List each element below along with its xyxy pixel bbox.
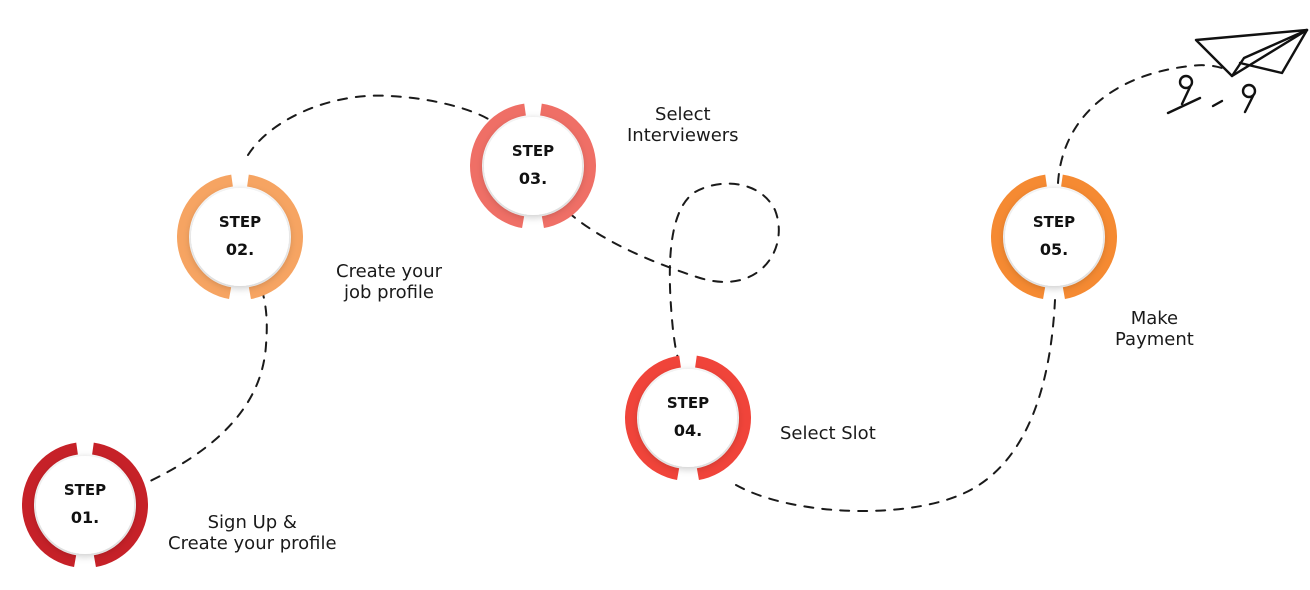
- step-word: STEP: [63, 481, 107, 499]
- step-ring-arc: [694, 355, 751, 481]
- step-word: STEP: [1032, 213, 1076, 231]
- step-ring-arc: [177, 174, 234, 300]
- step-1-caption: Sign Up &Create your profile: [168, 512, 337, 554]
- caption-line: Select: [655, 104, 711, 125]
- step-1-badge: [22, 442, 148, 568]
- caption-line: Payment: [1115, 329, 1194, 350]
- step-4-caption: Select Slot: [780, 423, 876, 444]
- step-ring-arc: [1060, 174, 1117, 300]
- caption-line: Select Slot: [780, 423, 876, 444]
- step-ring-arc: [539, 103, 596, 229]
- paper-plane-icon: [1166, 28, 1309, 115]
- caption-line: Create your: [336, 261, 443, 282]
- step-ring-arc: [246, 174, 303, 300]
- caption-line: Interviewers: [627, 125, 739, 146]
- step-5-badge: [991, 174, 1117, 300]
- caption-line: job profile: [343, 282, 435, 303]
- step-disc: [1005, 188, 1103, 286]
- step-number: 04.: [673, 421, 703, 440]
- step-ring-arc: [470, 103, 527, 229]
- step-3-label: STEP 03.: [493, 137, 573, 193]
- step-2-badge: [177, 174, 303, 300]
- step-1-label: STEP 01.: [45, 476, 125, 532]
- step-ring-arc: [991, 174, 1048, 300]
- step-4-badge: [625, 355, 751, 481]
- step-disc: [639, 369, 737, 467]
- step-word: STEP: [511, 142, 555, 160]
- step-number: 03.: [518, 169, 548, 188]
- step-disc: [484, 117, 582, 215]
- caption-line: Create your profile: [168, 533, 337, 554]
- caption-line: Make: [1130, 308, 1179, 329]
- step-disc: [191, 188, 289, 286]
- step-number: 01.: [70, 508, 100, 527]
- step-word: STEP: [218, 213, 262, 231]
- step-number: 05.: [1039, 240, 1069, 259]
- step-disc: [36, 456, 134, 554]
- step-word: STEP: [666, 394, 710, 412]
- step-3-badge: [470, 103, 596, 229]
- step-2-label: STEP 02.: [200, 208, 280, 264]
- step-ring-arc: [625, 355, 682, 481]
- step-ring-arc: [22, 442, 79, 568]
- step-4-label: STEP 04.: [648, 389, 728, 445]
- step-ring-arc: [91, 442, 148, 568]
- step-5-label: STEP 05.: [1014, 208, 1094, 264]
- caption-line: Sign Up &: [207, 512, 297, 533]
- step-number: 02.: [225, 240, 255, 259]
